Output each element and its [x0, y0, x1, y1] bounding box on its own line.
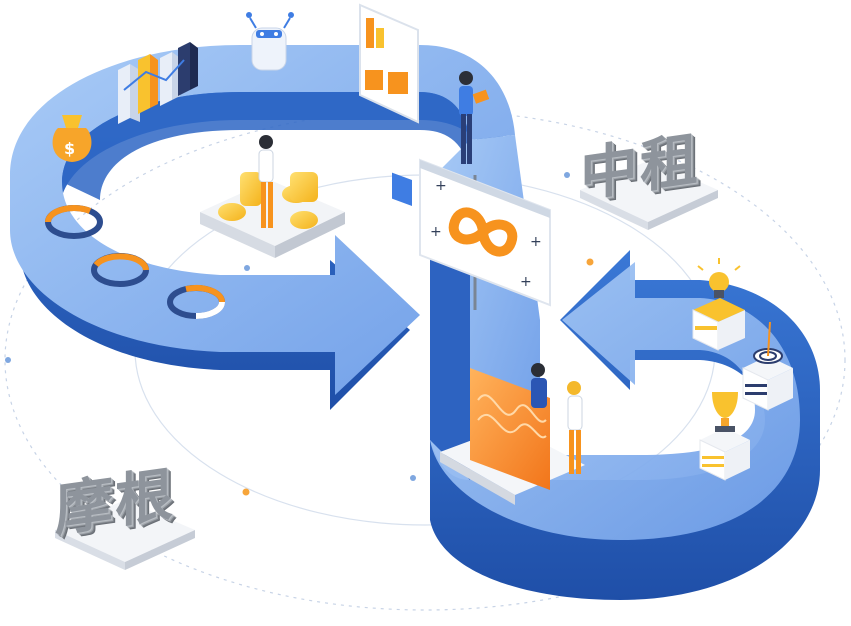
- label-pedestal-left: [55, 500, 195, 570]
- donut-ring-3: [167, 284, 226, 319]
- bar-chart-blocks: [118, 42, 198, 124]
- infinity-icon: [448, 207, 518, 257]
- target-icon: [753, 321, 783, 364]
- infinity-billboard: + + + +: [419, 158, 551, 310]
- light-bulb-icon: [697, 258, 741, 298]
- laptop-chart: [440, 368, 585, 505]
- left-loop-band: [10, 45, 515, 410]
- dollar-sign: $: [64, 139, 75, 158]
- person-man-laptop: [531, 363, 547, 408]
- trophy-icon: [712, 392, 738, 432]
- target-stack: [742, 321, 793, 411]
- right-brand-label: 中租: [580, 124, 701, 210]
- plus-mark-1: +: [435, 178, 447, 194]
- light-bulb-stack: [692, 258, 745, 351]
- plus-mark-2: +: [530, 234, 542, 250]
- person-woman-center: [258, 135, 274, 228]
- plus-mark-4: +: [520, 274, 532, 290]
- report-board: [359, 3, 419, 206]
- donut-ring-1: [45, 205, 103, 239]
- robot-icon: [246, 12, 294, 71]
- money-bag-icon: $: [52, 115, 92, 162]
- plus-mark-3: +: [430, 224, 442, 240]
- person-with-tablet: [459, 71, 490, 164]
- donut-ring-2: [91, 253, 149, 287]
- left-brand-label: 摩根: [55, 459, 176, 545]
- label-pedestal-right: [580, 160, 718, 230]
- trophy-stack: [699, 392, 750, 481]
- person-woman-laptop: [567, 381, 583, 474]
